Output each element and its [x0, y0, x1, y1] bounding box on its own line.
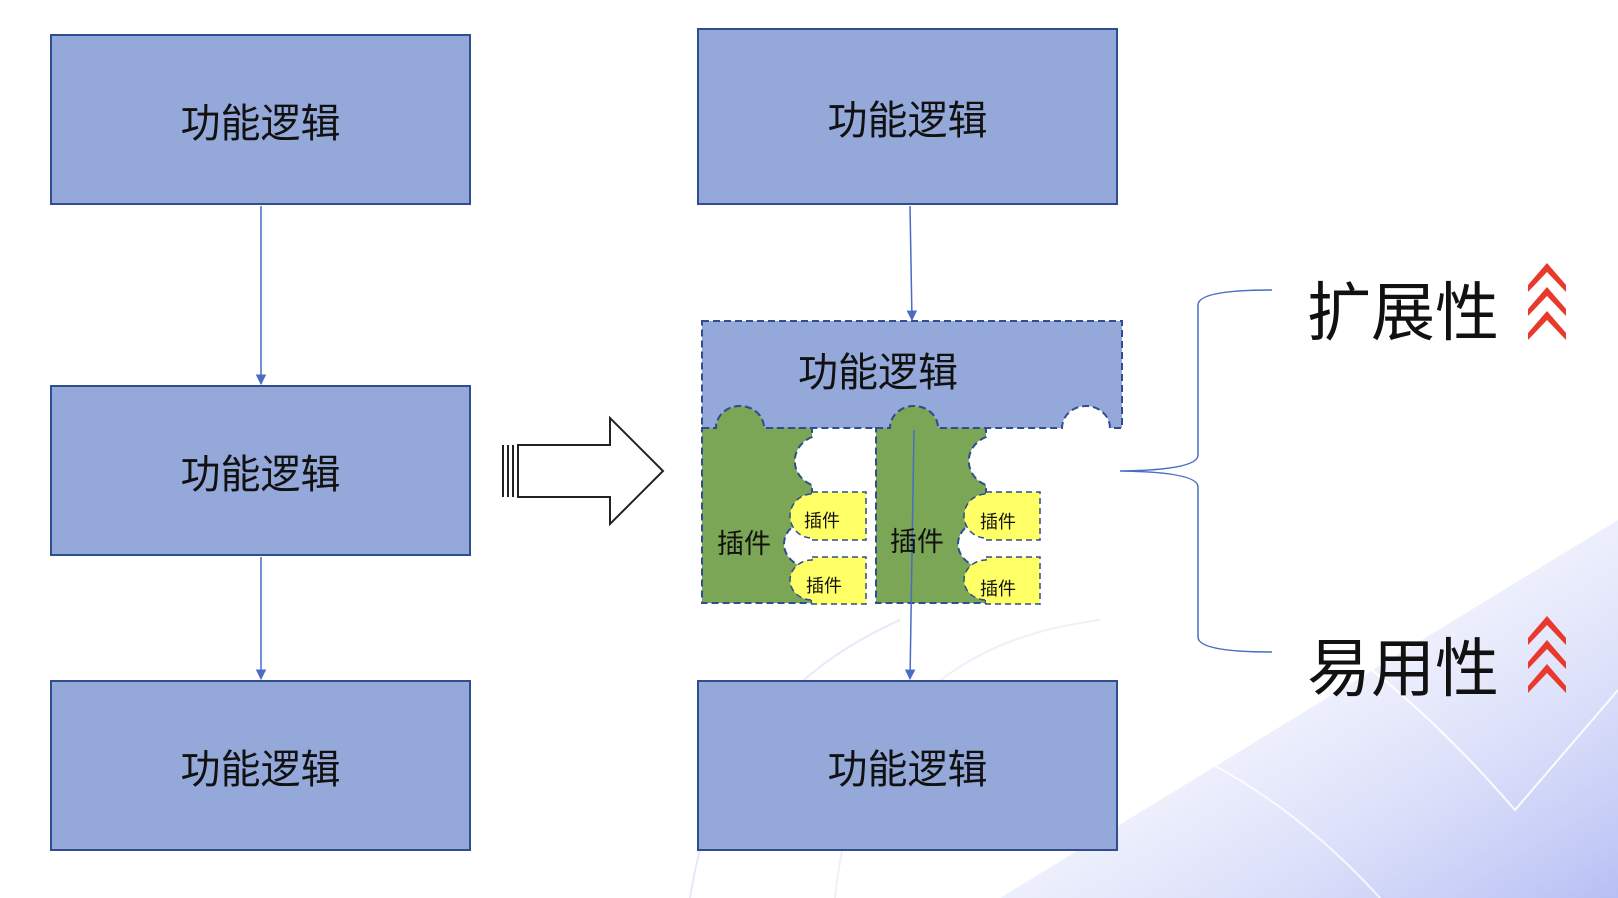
left-logic-box-3: 功能逻辑: [50, 680, 471, 851]
plugin-b-label: 插件: [890, 527, 944, 558]
plugin-a-label: 插件: [717, 529, 771, 560]
plugin-b-sub1-shape: [963, 491, 1041, 541]
right-connector-2: [904, 429, 916, 681]
right-logic-box-1-label: 功能逻辑: [827, 97, 988, 144]
plugin-a-sub2-shape: [789, 556, 867, 605]
left-logic-box-2: 功能逻辑: [50, 385, 471, 556]
transform-arrow: [502, 415, 665, 527]
left-logic-box-3-label: 功能逻辑: [180, 746, 341, 793]
plugin-a-sub1-shape: [789, 491, 867, 541]
plugin-b-sub2-shape: [963, 556, 1041, 605]
plugin-a-sub2-label: 插件: [806, 576, 842, 597]
extensibility-label: 扩展性: [1307, 277, 1499, 351]
benefit-brace: [1119, 289, 1273, 653]
right-logic-box-3-label: 功能逻辑: [827, 746, 988, 793]
usability-label: 易用性: [1307, 633, 1499, 707]
left-logic-box-2-label: 功能逻辑: [180, 451, 341, 498]
right-connector-1: [906, 205, 918, 322]
extensibility-up-chevrons-icon: [1528, 263, 1566, 340]
usability-up-chevrons-icon: [1528, 616, 1566, 693]
plugin-b-sub2-label: 插件: [980, 579, 1016, 600]
right-logic-box-1: 功能逻辑: [697, 28, 1118, 205]
left-logic-box-1-label: 功能逻辑: [180, 100, 341, 147]
plugin-b-sub1-label: 插件: [980, 512, 1016, 533]
plugin-a-shape: [701, 405, 813, 604]
plugin-a-sub1-label: 插件: [804, 511, 840, 532]
plugin-host-label: 功能逻辑: [798, 350, 958, 396]
left-logic-box-1: 功能逻辑: [50, 34, 471, 205]
right-logic-box-3: 功能逻辑: [697, 680, 1118, 851]
plugin-b-shape: [875, 405, 987, 604]
